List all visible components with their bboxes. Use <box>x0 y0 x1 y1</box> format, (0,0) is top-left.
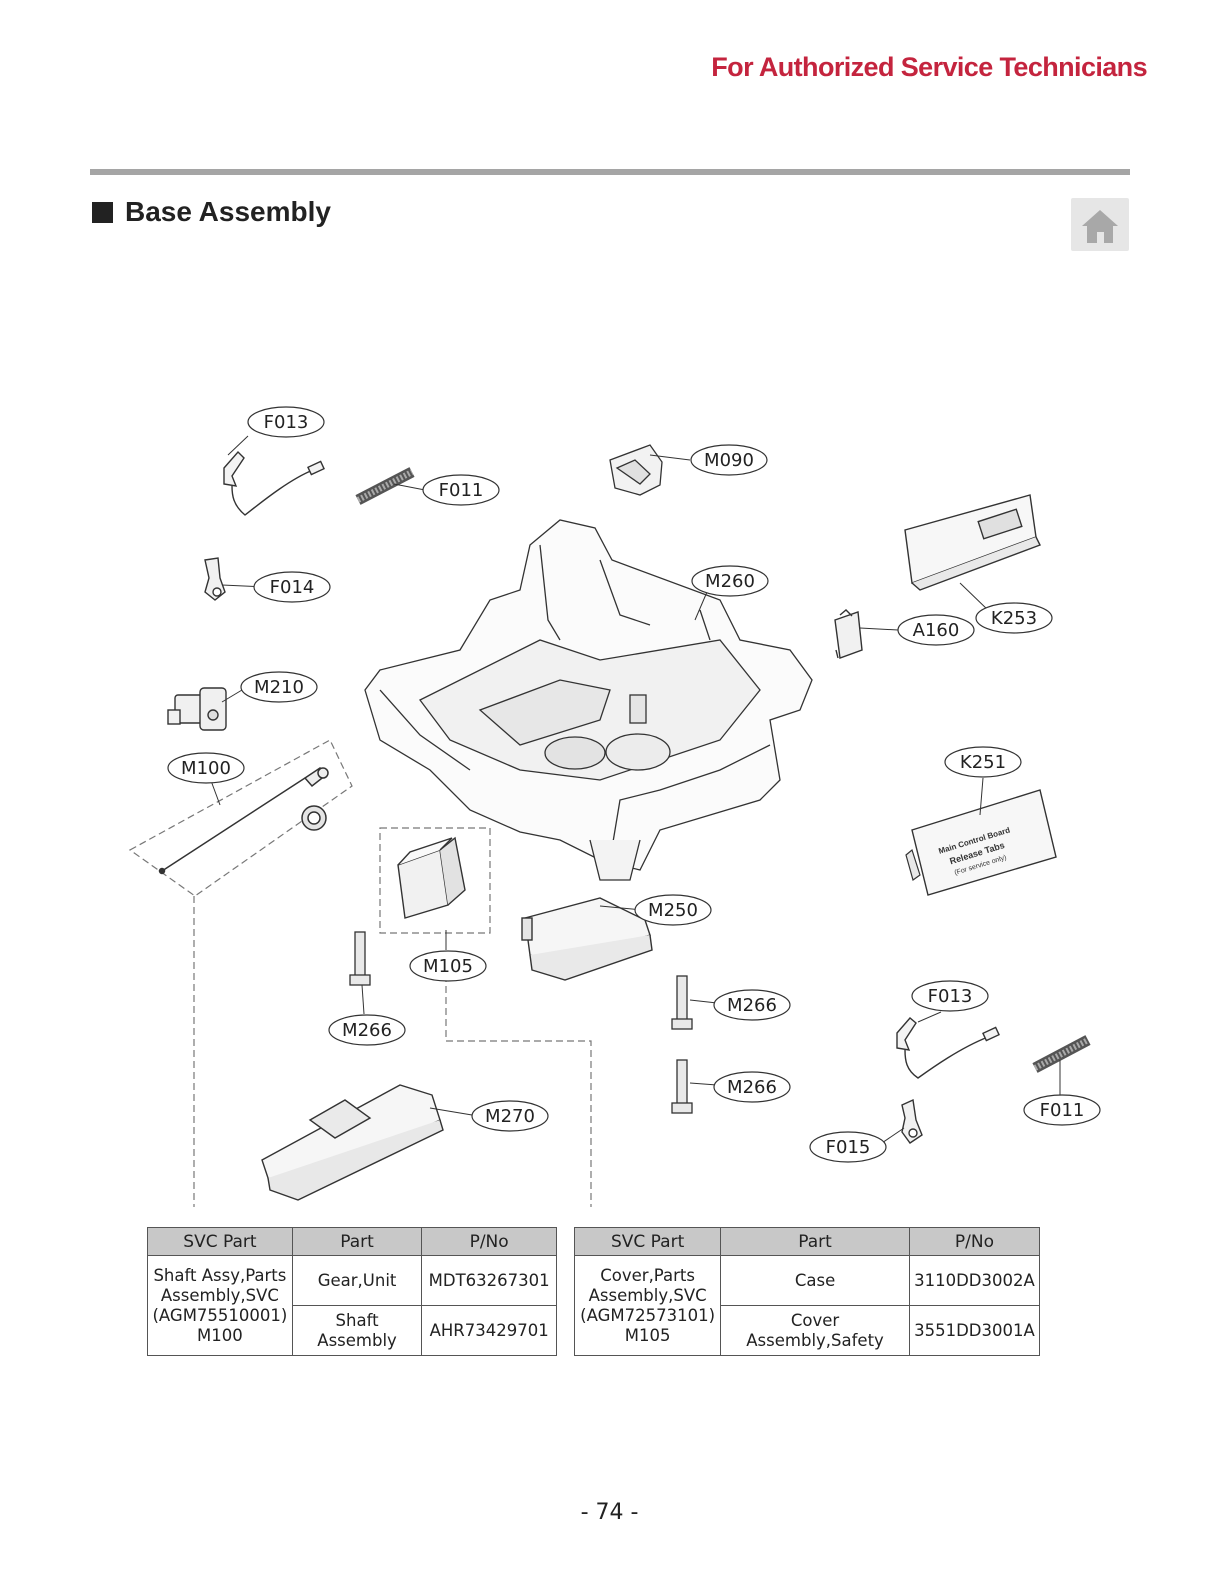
spring-f011-top <box>355 467 415 505</box>
clip-f013-lower <box>896 1017 1000 1079</box>
table-header-row: SVC Part Part P/No <box>573 1227 1041 1256</box>
table-header-row: SVC Part Part P/No <box>147 1227 557 1256</box>
svc-part-line: M100 <box>197 1325 243 1345</box>
callout-m266-lower: M266 <box>727 1077 777 1098</box>
col-part: Part <box>720 1227 910 1256</box>
tray-m270 <box>261 1084 444 1201</box>
header-divider <box>90 169 1130 175</box>
home-icon <box>1082 209 1118 243</box>
bolts-m266 <box>349 931 693 1114</box>
callout-a160: A160 <box>913 620 960 641</box>
m100-group-boundary <box>128 739 353 897</box>
part-a160 <box>834 609 863 659</box>
shaft-m100 <box>158 767 329 875</box>
callout-m100: M100 <box>181 758 231 779</box>
pno-cell: 3551DD3001A <box>908 1305 1041 1356</box>
pno-cell: MDT63267301 <box>421 1255 557 1306</box>
m105-group-boundary <box>379 827 491 934</box>
home-button[interactable] <box>1071 198 1129 251</box>
svc-part-line: Shaft Assy,Parts <box>153 1265 287 1285</box>
svc-part-cell: Shaft Assy,Parts Assembly,SVC (AGM755100… <box>147 1255 293 1356</box>
authorized-technicians-banner: For Authorized Service Technicians <box>711 52 1147 82</box>
section-heading: Base Assembly <box>92 196 331 228</box>
callout-m105: M105 <box>423 956 473 977</box>
table-row: Cover Assembly,Safety 3551DD3001A <box>575 1305 1041 1356</box>
part-cell: Gear,Unit <box>291 1255 423 1306</box>
table-row: Shaft Assy,Parts Assembly,SVC (AGM755100… <box>147 1255 557 1356</box>
callout-m210: M210 <box>254 677 304 698</box>
bullet-square-icon <box>92 201 113 223</box>
svc-table-shaft: SVC Part Part P/No Shaft Assy,Parts Asse… <box>147 1227 557 1356</box>
part-m210 <box>167 687 227 731</box>
callout-m270: M270 <box>485 1106 535 1127</box>
cover-k253 <box>904 494 1041 591</box>
callout-f014: F014 <box>270 577 315 598</box>
svc-part-line: Assembly,SVC <box>160 1285 279 1305</box>
callout-m260: M260 <box>705 571 755 592</box>
callout-k253: K253 <box>991 608 1037 629</box>
svc-part-line: (AGM75510001) <box>152 1305 288 1325</box>
callout-f011-top: F011 <box>439 480 484 501</box>
part-f015 <box>901 1098 923 1144</box>
page-number: - 74 - <box>580 1500 639 1525</box>
callout-m266-left: M266 <box>342 1020 392 1041</box>
svc-part-line: Cover,Parts <box>600 1265 695 1285</box>
col-svc-part: SVC Part <box>573 1227 722 1256</box>
col-svc-part: SVC Part <box>147 1227 293 1256</box>
table-row: Shaft Assembly AHR73429701 <box>148 1305 557 1356</box>
col-part: Part <box>291 1227 423 1256</box>
col-pno: P/No <box>908 1227 1041 1256</box>
section-title: Base Assembly <box>125 196 331 227</box>
table-row: Cover,Parts Assembly,SVC (AGM72573101) M… <box>573 1255 1041 1356</box>
pno-cell: AHR73429701 <box>421 1305 557 1356</box>
part-m090 <box>609 444 663 496</box>
callout-m250: M250 <box>648 900 698 921</box>
callout-m266-upper: M266 <box>727 995 777 1016</box>
part-cell: Case <box>720 1255 910 1306</box>
part-cell: Cover Assembly,Safety <box>720 1305 910 1356</box>
pno-cell: 3110DD3002A <box>908 1255 1041 1306</box>
spring-f011-lower <box>1032 1035 1091 1073</box>
part-f014 <box>204 557 226 601</box>
callout-f015: F015 <box>826 1137 871 1158</box>
svc-table-cover: SVC Part Part P/No Cover,Parts Assembly,… <box>573 1227 1041 1356</box>
case-m105 <box>397 836 466 919</box>
callout-f011-lower: F011 <box>1040 1100 1085 1121</box>
callout-k251: K251 <box>960 752 1006 773</box>
part-cell: Shaft Assembly <box>291 1305 423 1356</box>
callout-f013-lower: F013 <box>928 986 973 1007</box>
svc-part-line: Assembly,SVC <box>588 1285 707 1305</box>
svc-part-line: M105 <box>624 1325 671 1345</box>
svc-part-cell: Cover,Parts Assembly,SVC (AGM72573101) M… <box>573 1255 722 1356</box>
svc-part-line: (AGM72573101) <box>580 1305 716 1325</box>
callout-f013-top: F013 <box>264 412 309 433</box>
clip-f013-top <box>223 450 325 516</box>
col-pno: P/No <box>421 1227 557 1256</box>
callout-m090: M090 <box>704 450 754 471</box>
tray-m250 <box>521 897 653 981</box>
board-k251: Main Control Board Release Tabs (For ser… <box>905 789 1057 896</box>
